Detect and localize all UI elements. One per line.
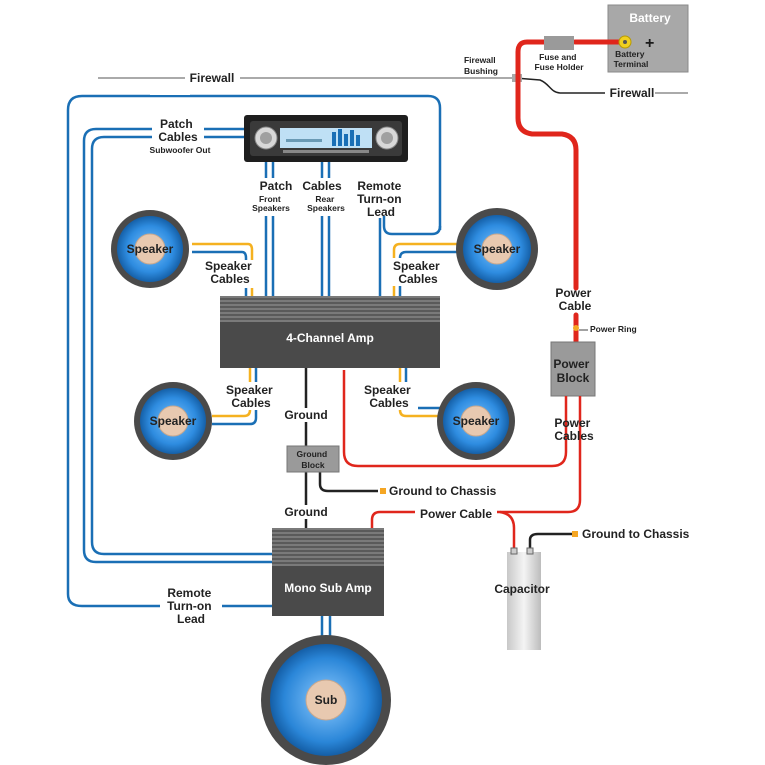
- ground-block-label: Ground Block: [296, 449, 329, 470]
- subwoofer-out-label: Subwoofer Out: [150, 145, 211, 155]
- four-channel-amp: 4-Channel Amp: [220, 296, 440, 368]
- speaker-top-left: Speaker: [111, 210, 189, 288]
- head-unit: [244, 115, 408, 162]
- battery-terminal-label: Battery Terminal: [614, 49, 649, 69]
- remote-lead-label-head: Remote Turn-on Lead: [357, 179, 405, 219]
- firewall-label-right: Firewall: [610, 86, 655, 100]
- ground-chassis-label: Ground to Chassis: [389, 484, 497, 498]
- ground-label-lower: Ground: [284, 505, 327, 519]
- power-block: [550, 341, 596, 397]
- speaker-cables-label-tl: Speaker Cables: [205, 259, 255, 286]
- speaker-bottom-left: Speaker: [134, 382, 212, 460]
- four-channel-amp-label: 4-Channel Amp: [286, 331, 374, 345]
- speaker-label-bl: Speaker: [150, 414, 197, 428]
- speaker-label-tr: Speaker: [474, 242, 521, 256]
- speaker-top-right: Speaker: [456, 208, 538, 290]
- capacitor: [507, 552, 541, 650]
- power-ring-label: Power Ring: [590, 324, 637, 334]
- speaker-cables-label-br: Speaker Cables: [364, 383, 414, 410]
- capacitor-ground-label: Ground to Chassis: [582, 527, 690, 541]
- battery-plus-icon: +: [645, 35, 654, 52]
- patch-cable-sub-2: [90, 135, 272, 556]
- power-cable-label-top: Power Cable: [555, 286, 594, 313]
- capacitor-ground-terminal: [572, 531, 578, 537]
- patch-cable-sub-1: [82, 127, 272, 564]
- ground-block: [286, 445, 340, 473]
- mono-sub-amp-label: Mono Sub Amp: [284, 581, 372, 595]
- power-cable-to-4ch: [342, 370, 568, 468]
- mono-sub-amp: Mono Sub Amp: [272, 528, 384, 616]
- capacitor-ground-wire: [528, 532, 574, 552]
- battery-title: Battery: [629, 11, 671, 25]
- firewall-label-left: Firewall: [190, 71, 235, 85]
- remote-lead-label-sub: Remote Turn-on Lead: [167, 586, 215, 626]
- speaker-bottom-right: Speaker: [437, 382, 515, 460]
- ground-label-upper: Ground: [284, 408, 327, 422]
- sub-label: Sub: [315, 693, 338, 707]
- remote-lead-outer: [66, 94, 442, 608]
- power-cable-label-sub: Power Cable: [420, 507, 492, 521]
- capacitor-label: Capacitor: [494, 582, 550, 596]
- fuse-holder: [544, 36, 574, 50]
- front-speakers-label: Front Speakers: [252, 194, 290, 213]
- power-block-label: Power Block: [553, 357, 592, 385]
- speaker-label-br: Speaker: [453, 414, 500, 428]
- rear-speakers-label: Rear Speakers: [307, 194, 345, 213]
- firewall-bushing-label: Firewall Bushing: [464, 55, 498, 76]
- patch-label: Patch: [260, 179, 293, 193]
- cables-label: Cables: [302, 179, 342, 193]
- power-ring: [573, 325, 579, 331]
- patch-cables-label: Patch Cables: [158, 117, 198, 144]
- ground-chassis-terminal: [380, 488, 386, 494]
- remote-lead-from-head: [382, 194, 442, 236]
- speaker-cables-label-bl: Speaker Cables: [226, 383, 276, 410]
- subwoofer: Sub: [261, 635, 391, 765]
- speaker-cables-label-tr: Speaker Cables: [393, 259, 443, 286]
- speaker-label-tl: Speaker: [127, 242, 174, 256]
- power-cable-to-cap: [499, 510, 516, 552]
- power-cables-label: Power Cables: [554, 416, 594, 443]
- fuse-label: Fuse and Fuse Holder: [534, 52, 584, 72]
